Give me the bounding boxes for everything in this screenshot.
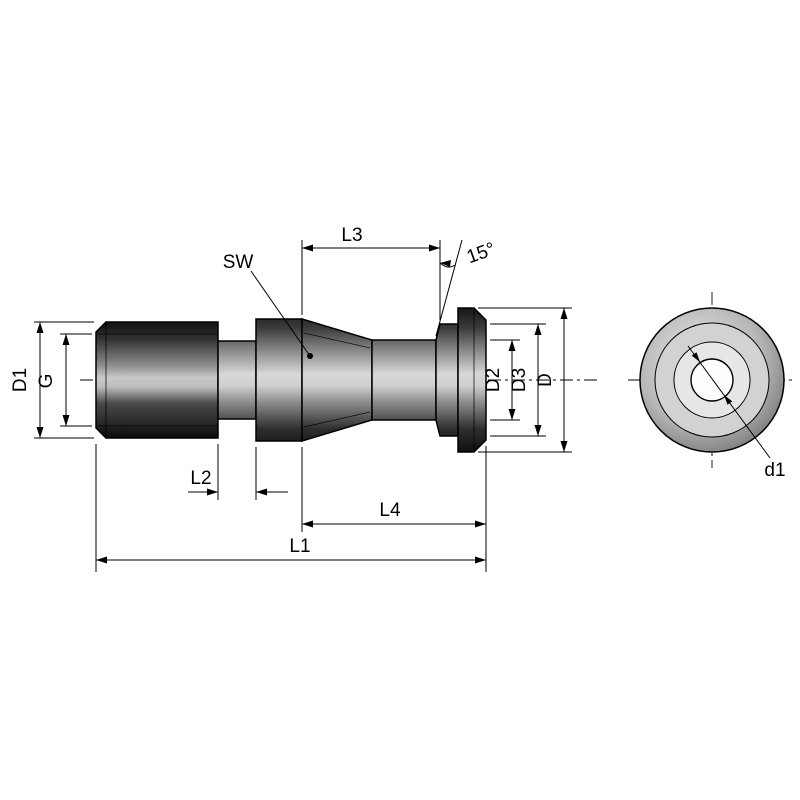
label-l3: L3	[341, 225, 362, 246]
label-g: G	[36, 374, 57, 389]
neck-section	[217, 340, 257, 420]
arrowhead	[36, 427, 44, 438]
arrowhead	[560, 441, 568, 452]
leader-dot	[307, 353, 313, 359]
dim-g: G	[36, 333, 92, 427]
dim-d3: D3	[490, 323, 546, 437]
label-sw: SW	[223, 252, 254, 273]
dim-d1-bore: d1	[687, 345, 786, 481]
label-angle: 15°	[464, 239, 498, 269]
threaded-shank	[95, 321, 219, 439]
label-d3: D3	[509, 368, 530, 392]
dim-l2: L2	[188, 444, 288, 500]
label-l4: L4	[379, 500, 401, 521]
arrowhead	[440, 260, 451, 267]
arrowhead	[560, 308, 568, 319]
arrowhead	[207, 488, 218, 496]
arrowhead	[429, 244, 440, 252]
arrowhead	[508, 409, 516, 420]
side-view: L3 15° SW D1	[10, 225, 600, 572]
label-l1: L1	[289, 536, 310, 557]
label-d-outer: D	[535, 373, 556, 387]
collar-section	[255, 318, 303, 442]
part-end-view	[639, 307, 785, 453]
arrowhead	[302, 244, 313, 252]
dim-d-outer: D	[478, 307, 572, 453]
sw-callout: SW	[223, 252, 313, 359]
label-d1-bore: d1	[764, 460, 785, 481]
label-d1-major: D1	[10, 368, 31, 392]
bore-circle	[690, 358, 734, 402]
label-l2: L2	[190, 468, 211, 489]
sw-leader-line	[250, 270, 311, 357]
arrowhead	[36, 322, 44, 333]
wrench-flat-edge-bottom	[303, 411, 371, 428]
arrowhead	[508, 340, 516, 351]
head-cylinder	[371, 339, 437, 421]
arrowhead	[256, 488, 267, 496]
arrowhead	[475, 556, 486, 564]
arrowhead	[62, 334, 70, 345]
wrench-flat-edge-top	[303, 332, 371, 349]
angle-arc	[439, 262, 456, 268]
arrowhead	[534, 425, 542, 436]
angle-construction-line	[435, 239, 463, 337]
dim-d2: D2	[483, 339, 520, 421]
flange	[457, 307, 487, 453]
label-d2: D2	[483, 368, 504, 392]
arrowhead	[724, 395, 733, 405]
dim-l1: L1	[95, 444, 486, 572]
arrowhead	[691, 352, 700, 362]
dim-l4: L4	[301, 446, 487, 572]
arrowhead	[302, 520, 313, 528]
arrowhead	[475, 520, 486, 528]
part-side-view	[95, 307, 487, 453]
arrowhead	[96, 556, 107, 564]
arrowhead	[62, 415, 70, 426]
shoulder-ring	[435, 323, 459, 437]
cone-with-wrench-flats	[301, 317, 373, 443]
arrowhead	[534, 324, 542, 335]
dim-d1-major: D1	[10, 321, 94, 439]
dim-l3: L3	[301, 225, 441, 320]
end-view: d1	[628, 292, 796, 481]
